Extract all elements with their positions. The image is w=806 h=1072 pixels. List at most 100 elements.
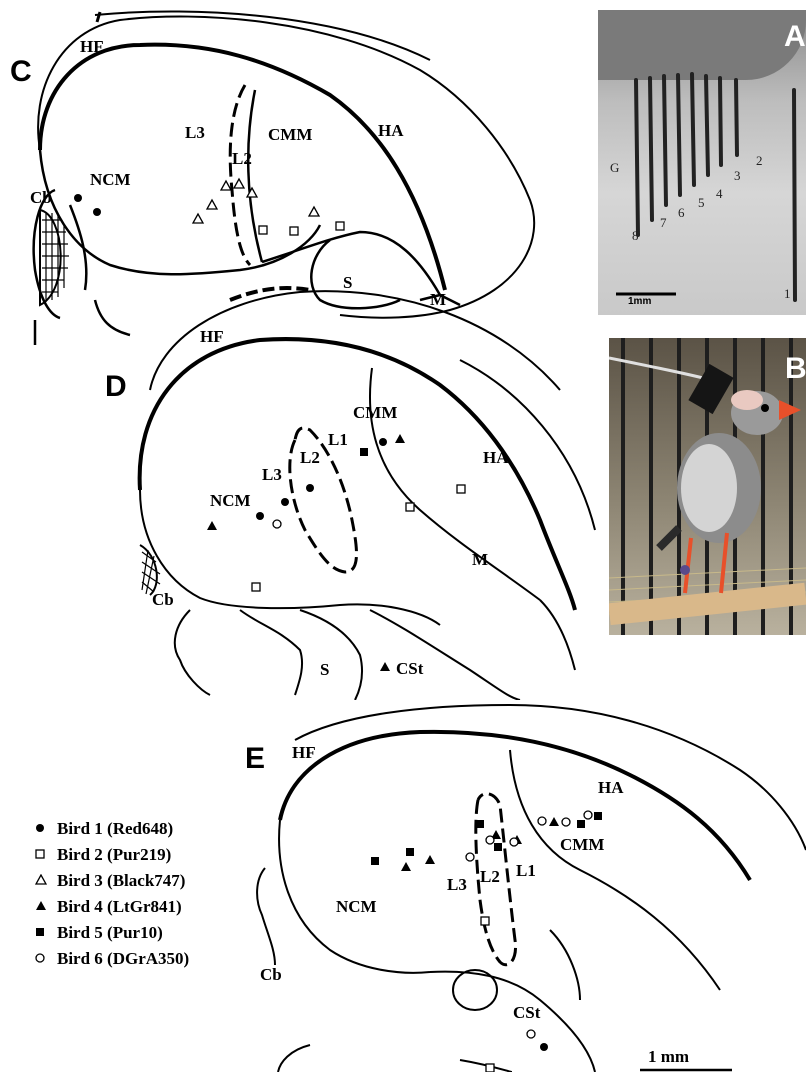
electrode-label-3: 3 [734, 168, 741, 184]
scale-bar-e-label: 1 mm [648, 1047, 689, 1066]
marker-bird2 [481, 917, 489, 925]
marker-bird3 [207, 200, 217, 209]
region-ha: HA [598, 778, 624, 797]
marker-bird2 [486, 1064, 494, 1072]
region-cst: CSt [513, 1003, 541, 1022]
marker-bird2 [290, 227, 298, 235]
marker-bird5 [371, 857, 379, 865]
region-l1: L1 [516, 861, 536, 880]
marker-bird4 [425, 855, 435, 864]
region-cmm: CMM [268, 125, 312, 144]
filled-circle-icon [35, 819, 57, 839]
region-l3: L3 [185, 123, 205, 142]
electrode-label-g: G [610, 160, 619, 176]
legend: Bird 1 (Red648) Bird 2 (Pur219) Bird 3 (… [35, 816, 189, 972]
marker-bird2 [259, 226, 267, 234]
marker-bird1 [306, 484, 314, 492]
electrode-label-7: 7 [660, 215, 667, 231]
legend-item-bird2: Bird 2 (Pur219) [35, 842, 189, 868]
photo-b-bird: B [609, 338, 806, 635]
marker-bird3 [193, 214, 203, 223]
legend-item-bird4: Bird 4 (LtGr841) [35, 894, 189, 920]
region-cb: Cb [152, 590, 174, 609]
marker-bird3 [309, 207, 319, 216]
marker-bird6 [527, 1030, 535, 1038]
region-m: M [472, 550, 488, 569]
panel-label-c: C [10, 55, 32, 89]
panel-d-section: HF CMM L1 L2 L3 NCM HA M Cb S CSt [0, 280, 600, 700]
marker-bird1 [74, 194, 82, 202]
region-ha: HA [378, 121, 404, 140]
marker-bird1 [379, 438, 387, 446]
region-hf: HF [200, 327, 224, 346]
marker-bird2 [252, 583, 260, 591]
marker-bird5 [476, 820, 484, 828]
legend-item-bird3: Bird 3 (Black747) [35, 868, 189, 894]
marker-bird6 [486, 836, 494, 844]
region-ncm: NCM [336, 897, 377, 916]
region-cst: CSt [396, 659, 424, 678]
region-cb: Cb [30, 188, 52, 207]
marker-bird6 [466, 853, 474, 861]
region-l3: L3 [447, 875, 467, 894]
marker-bird6 [510, 838, 518, 846]
marker-bird3 [221, 181, 231, 190]
photo-a-electrodes: G 8 7 6 5 4 3 2 1 1mm A [598, 10, 806, 315]
marker-bird4 [380, 662, 390, 671]
marker-bird4 [401, 862, 411, 871]
region-hf: HF [80, 37, 104, 56]
electrode-label-1: 1 [784, 286, 791, 302]
filled-triangle-icon [35, 897, 57, 917]
legend-item-bird5: Bird 5 (Pur10) [35, 920, 189, 946]
marker-bird1 [540, 1043, 548, 1051]
region-hf: HF [292, 743, 316, 762]
region-l1: L1 [328, 430, 348, 449]
marker-bird3 [234, 179, 244, 188]
region-l2: L2 [300, 448, 320, 467]
region-ncm: NCM [90, 170, 131, 189]
open-square-icon [35, 845, 57, 865]
legend-item-bird1: Bird 1 (Red648) [35, 816, 189, 842]
filled-square-icon [35, 923, 57, 943]
region-cmm: CMM [353, 403, 397, 422]
marker-bird5 [406, 848, 414, 856]
electrode-label-2: 2 [756, 153, 763, 169]
marker-bird4 [395, 434, 405, 443]
panel-label-b: B [785, 352, 806, 386]
marker-bird4 [207, 521, 217, 530]
marker-bird6 [538, 817, 546, 825]
scale-bar-a-label: 1mm [628, 296, 651, 307]
marker-bird6 [584, 811, 592, 819]
marker-bird5 [360, 448, 368, 456]
region-l2: L2 [480, 867, 500, 886]
marker-bird6 [273, 520, 281, 528]
marker-bird2 [457, 485, 465, 493]
electrode-label-4: 4 [716, 186, 723, 202]
marker-bird2 [406, 503, 414, 511]
region-cb: Cb [260, 965, 282, 984]
marker-bird5 [577, 820, 585, 828]
region-s: S [320, 660, 329, 679]
region-l3: L3 [262, 465, 282, 484]
panel-label-d: D [105, 370, 127, 404]
cage-bars [609, 338, 806, 635]
marker-bird1 [256, 512, 264, 520]
region-l2: L2 [232, 149, 252, 168]
marker-bird4 [549, 817, 559, 826]
panel-label-e: E [245, 742, 265, 776]
marker-bird5 [494, 843, 502, 851]
marker-bird1 [93, 208, 101, 216]
electrode-label-8: 8 [632, 228, 639, 244]
legend-item-bird6: Bird 6 (DGrA350) [35, 946, 189, 972]
open-triangle-icon [35, 871, 57, 891]
region-ha: HA [483, 448, 509, 467]
panel-e-section: HF HA CMM L1 L2 L3 NCM Cb CSt 1 mm [250, 700, 806, 1072]
electrode-label-5: 5 [698, 195, 705, 211]
marker-bird6 [562, 818, 570, 826]
region-cmm: CMM [560, 835, 604, 854]
electrode-label-6: 6 [678, 205, 685, 221]
marker-bird2 [336, 222, 344, 230]
panel-label-a: A [784, 20, 806, 54]
region-ncm: NCM [210, 491, 251, 510]
marker-bird1 [281, 498, 289, 506]
